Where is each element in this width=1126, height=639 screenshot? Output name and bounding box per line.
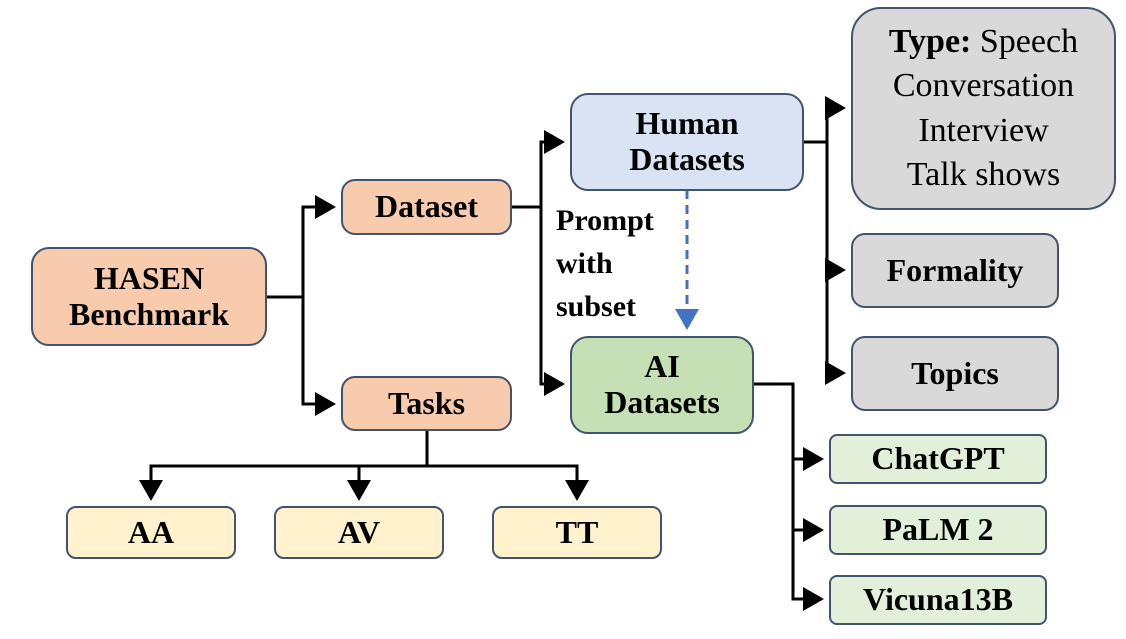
- ai-datasets-node: AI Datasets: [570, 336, 754, 434]
- type-value-talk-shows: Talk shows: [906, 155, 1061, 193]
- connector-human-formality: [825, 142, 846, 282]
- prompt-line-1: Prompt: [556, 204, 654, 237]
- formality-label: Formality: [886, 251, 1024, 288]
- type-value-speech: Speech: [979, 23, 1079, 61]
- ai-line-1: AI: [644, 348, 680, 385]
- tasks-node: Tasks: [341, 376, 512, 431]
- av-label: AV: [337, 513, 381, 550]
- hasen-line-2: Benchmark: [69, 295, 229, 332]
- palm-node: PaLM 2: [829, 505, 1047, 555]
- connector-tasks-aa: [139, 431, 429, 501]
- palm-label: PaLM 2: [882, 511, 994, 548]
- type-key: Type:: [888, 23, 972, 61]
- connector-hasen-dataset: [265, 195, 336, 299]
- connector-tasks-tt: [427, 464, 589, 501]
- tasks-label: Tasks: [387, 384, 466, 421]
- human-line-1: Human: [635, 105, 739, 142]
- aa-label: AA: [127, 513, 175, 550]
- human-datasets-node: Human Datasets: [570, 93, 804, 191]
- dataset-label: Dataset: [374, 188, 479, 225]
- ai-line-2: Datasets: [604, 384, 720, 420]
- vicuna-node: Vicuna13B: [829, 575, 1047, 625]
- connector-ai-vicuna: [791, 530, 824, 611]
- type-value-interview: Interview: [918, 111, 1049, 149]
- hasen-benchmark-node: HASEN Benchmark: [31, 247, 267, 346]
- type-line-1: Type: Speech: [889, 20, 1078, 64]
- chatgpt-node: ChatGPT: [829, 434, 1047, 484]
- task-tt-node: TT: [492, 506, 662, 559]
- task-av-node: AV: [274, 506, 444, 559]
- connector-hasen-tasks: [301, 297, 336, 416]
- task-aa-node: AA: [66, 506, 236, 559]
- vicuna-label: Vicuna13B: [863, 581, 1013, 618]
- connector-ai-palm: [791, 459, 824, 542]
- formality-node: Formality: [851, 233, 1059, 308]
- connector-human-type: [804, 96, 846, 144]
- connector-dataset-ai: [539, 207, 565, 396]
- connector-dataset-human: [512, 130, 565, 209]
- prompt-with-subset-label: Prompt with subset: [556, 200, 654, 329]
- prompt-line-2: with: [556, 246, 613, 280]
- topics-label: Topics: [911, 354, 999, 391]
- type-value-conversation: Conversation: [892, 67, 1075, 105]
- type-attribute-node: Type: Speech Conversation Interview Talk…: [851, 7, 1116, 210]
- connector-human-topics: [825, 270, 846, 385]
- chatgpt-label: ChatGPT: [871, 440, 1005, 477]
- tt-label: TT: [555, 513, 599, 550]
- prompt-line-3: subset: [556, 289, 637, 323]
- dataset-node: Dataset: [341, 179, 512, 235]
- hasen-line-1: HASEN: [93, 259, 205, 296]
- human-line-2: Datasets: [629, 141, 745, 177]
- topics-node: Topics: [851, 336, 1059, 411]
- connector-ai-chatgpt: [753, 382, 824, 471]
